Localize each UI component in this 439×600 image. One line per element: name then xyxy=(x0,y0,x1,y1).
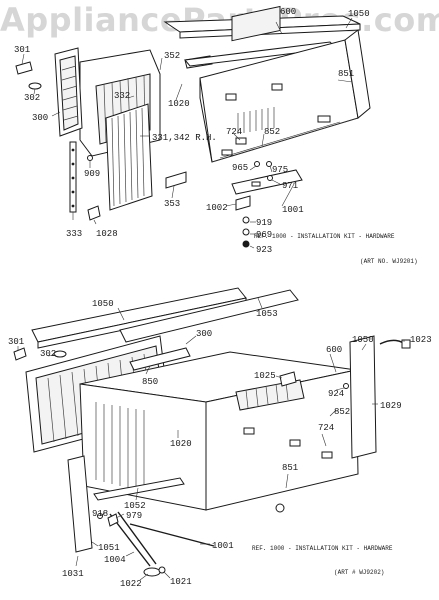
label-1053: 1053 xyxy=(256,309,278,319)
label-332: 332 xyxy=(114,91,130,101)
screw-918[interactable] xyxy=(97,513,103,519)
label-851: 851 xyxy=(282,463,298,473)
sleeve-vents xyxy=(231,5,281,134)
label-352: 352 xyxy=(164,51,180,61)
rail-333[interactable] xyxy=(69,141,77,213)
label-965: 965 xyxy=(232,163,248,173)
leader-lines-bottom xyxy=(17,297,405,581)
label-1050-right: 1050 xyxy=(352,335,374,345)
label-1052: 1052 xyxy=(124,501,146,511)
screw-909[interactable] xyxy=(87,155,93,161)
label-1031: 1031 xyxy=(62,569,84,579)
bracket-979[interactable] xyxy=(107,513,119,527)
bottom-diagram: 1050 1053 300 301 302 1050 1023 600 1025… xyxy=(8,287,432,589)
label-724: 724 xyxy=(226,127,242,137)
caption-bottom: REF. 1000 - INSTALLATION KIT - HARDWARE xyxy=(252,545,393,552)
wall-sleeve-851[interactable] xyxy=(199,5,371,163)
label-300: 300 xyxy=(32,113,48,123)
cabinet-600[interactable] xyxy=(79,351,359,511)
label-1028: 1028 xyxy=(96,229,118,239)
part-302[interactable] xyxy=(28,82,42,90)
label-1001: 1001 xyxy=(212,541,234,551)
label-1029: 1029 xyxy=(380,401,402,411)
label-851: 851 xyxy=(338,69,354,79)
bracket-1028[interactable] xyxy=(87,205,101,221)
vent-850[interactable] xyxy=(129,347,191,371)
part-302[interactable] xyxy=(53,350,67,358)
label-1022: 1022 xyxy=(120,579,142,589)
screw-924[interactable] xyxy=(343,383,349,389)
label-1025: 1025 xyxy=(254,371,276,381)
label-333: 333 xyxy=(66,229,82,239)
bracket-724[interactable] xyxy=(235,137,247,145)
label-850: 850 xyxy=(142,377,158,387)
label-600: 600 xyxy=(280,7,296,17)
part-301[interactable] xyxy=(15,61,33,75)
accordion-panel-331[interactable] xyxy=(105,103,153,211)
label-1020: 1020 xyxy=(168,99,190,109)
label-1001: 1001 xyxy=(282,205,304,215)
hardware-kit[interactable] xyxy=(231,161,303,248)
label-971: 971 xyxy=(282,181,298,191)
label-1051: 1051 xyxy=(98,543,120,553)
label-1023: 1023 xyxy=(410,335,432,345)
art-no-top: (ART NO. WJ9201) xyxy=(360,258,418,265)
screw-851[interactable] xyxy=(275,503,285,513)
label-852: 852 xyxy=(334,407,350,417)
top-diagram: 600 1050 301 352 302 851 332 1020 300 33… xyxy=(14,5,418,265)
label-301: 301 xyxy=(14,45,30,55)
foot-1022[interactable] xyxy=(143,567,161,577)
label-301: 301 xyxy=(8,337,24,347)
label-1021: 1021 xyxy=(170,577,192,587)
label-1002: 1002 xyxy=(206,203,228,213)
label-1050-left: 1050 xyxy=(92,299,114,309)
label-924: 924 xyxy=(328,389,344,399)
label-969: 969 xyxy=(256,230,272,240)
label-1004: 1004 xyxy=(104,555,126,565)
leader-lines-top xyxy=(21,17,353,249)
caption-top: REF. 1000 - INSTALLATION KIT - HARDWARE xyxy=(254,233,395,240)
label-302: 302 xyxy=(40,349,56,359)
label-331-342: 331,342 R.H. xyxy=(152,133,217,143)
label-300: 300 xyxy=(196,329,212,339)
label-919: 919 xyxy=(256,218,272,228)
label-1050: 1050 xyxy=(348,9,370,19)
label-923: 923 xyxy=(256,245,272,255)
label-975: 975 xyxy=(272,165,288,175)
label-724: 724 xyxy=(318,423,334,433)
support-1051[interactable] xyxy=(67,455,185,553)
label-918: 918 xyxy=(92,509,108,519)
label-1020: 1020 xyxy=(170,439,192,449)
foot-1021[interactable] xyxy=(158,566,166,574)
bracket-353[interactable] xyxy=(165,171,187,189)
top-rail-1053[interactable] xyxy=(119,289,299,343)
label-979: 979 xyxy=(126,511,142,521)
rear-panel-1029[interactable] xyxy=(349,335,377,459)
label-353: 353 xyxy=(164,199,180,209)
label-909: 909 xyxy=(84,169,100,179)
label-600: 600 xyxy=(326,345,342,355)
bracket-1025[interactable] xyxy=(279,371,297,387)
part-301[interactable] xyxy=(13,347,27,361)
label-852: 852 xyxy=(264,127,280,137)
art-no-bottom: (ART # WJ9202) xyxy=(334,569,384,576)
label-302: 302 xyxy=(24,93,40,103)
front-grille-300[interactable] xyxy=(54,47,83,137)
hose-1023[interactable] xyxy=(379,339,411,349)
